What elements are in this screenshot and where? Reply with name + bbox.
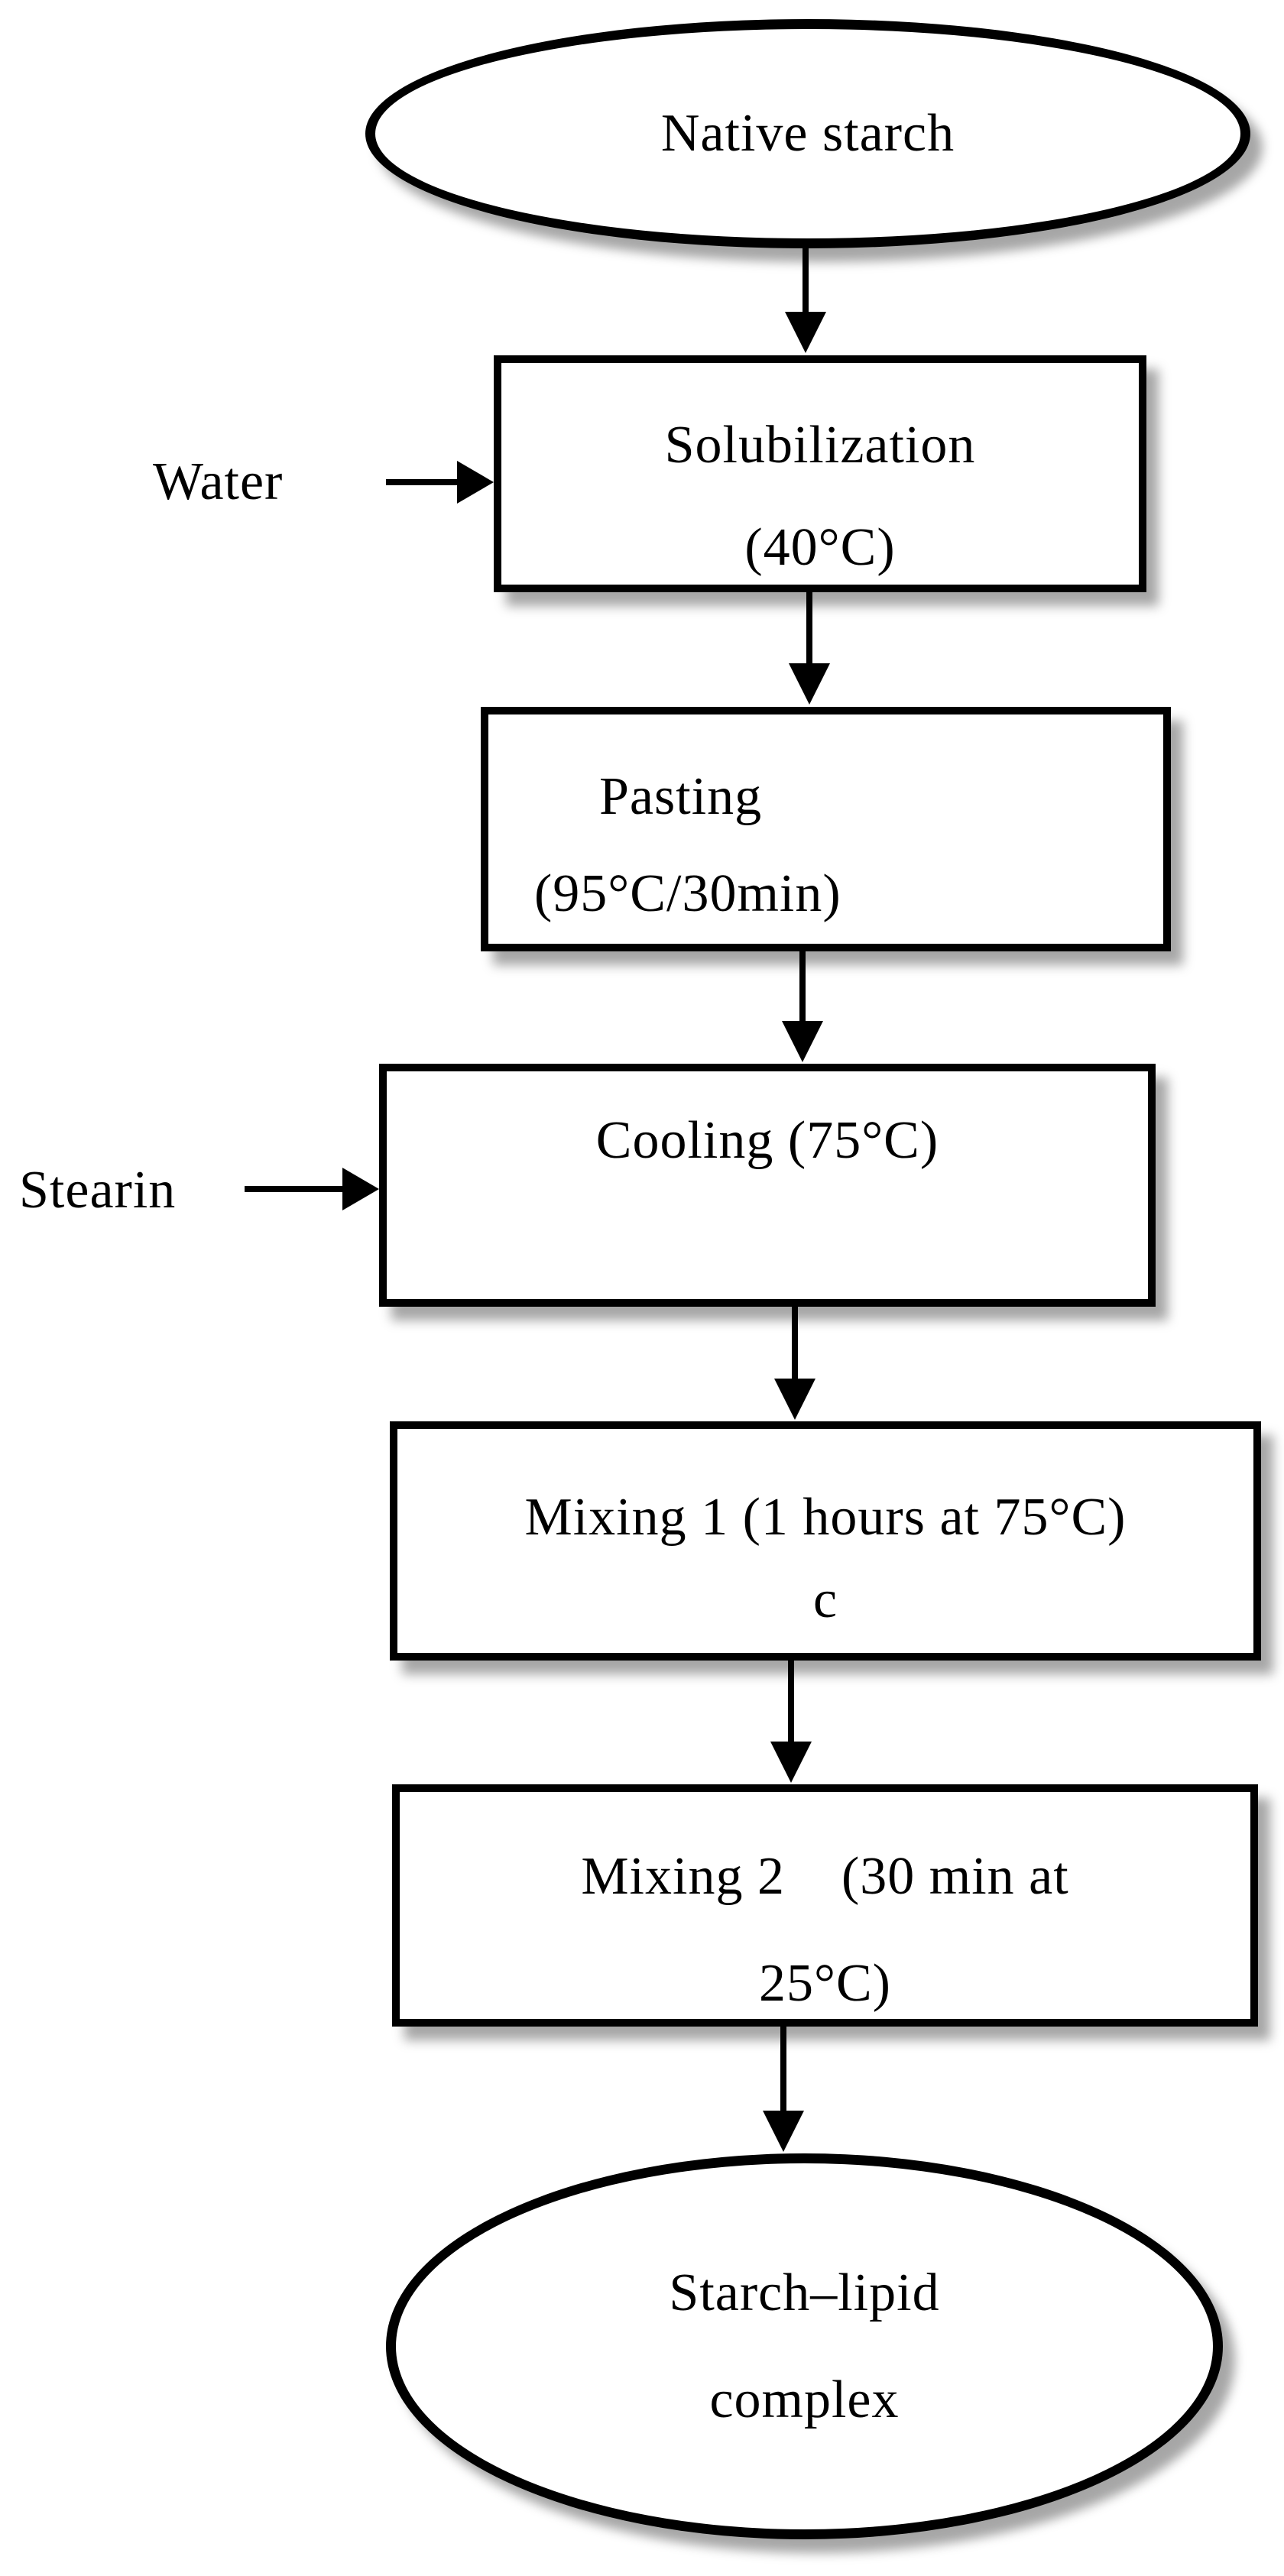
node-starch-lipid-complex-line2: complex — [709, 2370, 900, 2429]
node-mixing-2-line1: Mixing 2 (30 min at — [581, 1847, 1069, 1906]
arrow-shaft — [799, 950, 806, 1021]
node-mixing-1-line1: Mixing 1 (1 hours at 75°C) — [524, 1488, 1127, 1547]
node-mixing-2: Mixing 2 (30 min at 25°C) — [392, 1784, 1258, 2027]
arrow-head — [770, 1742, 812, 1783]
arrow-shaft — [802, 248, 809, 312]
node-solubilization-line1: Solubilization — [664, 416, 976, 475]
arrow-mixing2-to-complex-icon — [762, 2025, 805, 2152]
arrow-mixing1-to-mixing2-icon — [770, 1659, 812, 1783]
node-pasting: Pasting (95°C/30min) — [481, 707, 1171, 951]
node-pasting-line2: (95°C/30min) — [534, 864, 841, 923]
arrow-head — [789, 663, 830, 705]
arrow-shaft — [245, 1186, 342, 1192]
label-stearin-text: Stearin — [19, 1161, 177, 1220]
label-stearin: Stearin — [19, 1163, 176, 1218]
arrow-native-to-solubilization-icon — [784, 248, 827, 353]
node-starch-lipid-complex: Starch–lipid complex — [386, 2153, 1223, 2539]
arrow-shaft — [792, 1305, 798, 1379]
node-mixing-2-line2: 25°C) — [759, 1954, 891, 2013]
node-starch-lipid-complex-line1: Starch–lipid — [669, 2263, 940, 2322]
arrow-shaft — [788, 1659, 794, 1742]
node-solubilization: Solubilization (40°C) — [494, 355, 1146, 592]
arrow-cooling-to-mixing1-icon — [773, 1305, 816, 1420]
arrow-pasting-to-cooling-icon — [781, 950, 824, 1062]
arrow-head — [774, 1379, 815, 1420]
arrow-head — [457, 461, 494, 504]
node-mixing-1-line2: c — [812, 1570, 838, 1629]
arrow-head — [782, 1021, 823, 1062]
arrow-water-input-icon — [386, 461, 494, 504]
node-pasting-line1: Pasting — [599, 767, 763, 826]
arrow-shaft — [386, 479, 457, 485]
arrow-shaft — [780, 2025, 786, 2111]
node-cooling-line1: Cooling (75°C) — [595, 1111, 939, 1170]
arrow-solubilization-to-pasting-icon — [788, 591, 831, 705]
arrow-stearin-input-icon — [245, 1168, 379, 1210]
node-native-starch-label: Native starch — [660, 104, 955, 163]
node-native-starch: Native starch — [365, 19, 1250, 248]
arrow-head — [785, 312, 826, 353]
node-solubilization-line2: (40°C) — [744, 518, 896, 577]
arrow-head — [763, 2111, 804, 2152]
label-water: Water — [153, 455, 283, 510]
arrow-shaft — [806, 591, 812, 663]
node-mixing-1: Mixing 1 (1 hours at 75°C) c — [390, 1421, 1261, 1661]
label-water-text: Water — [153, 452, 284, 511]
node-cooling: Cooling (75°C) — [379, 1064, 1156, 1307]
arrow-head — [342, 1168, 379, 1210]
